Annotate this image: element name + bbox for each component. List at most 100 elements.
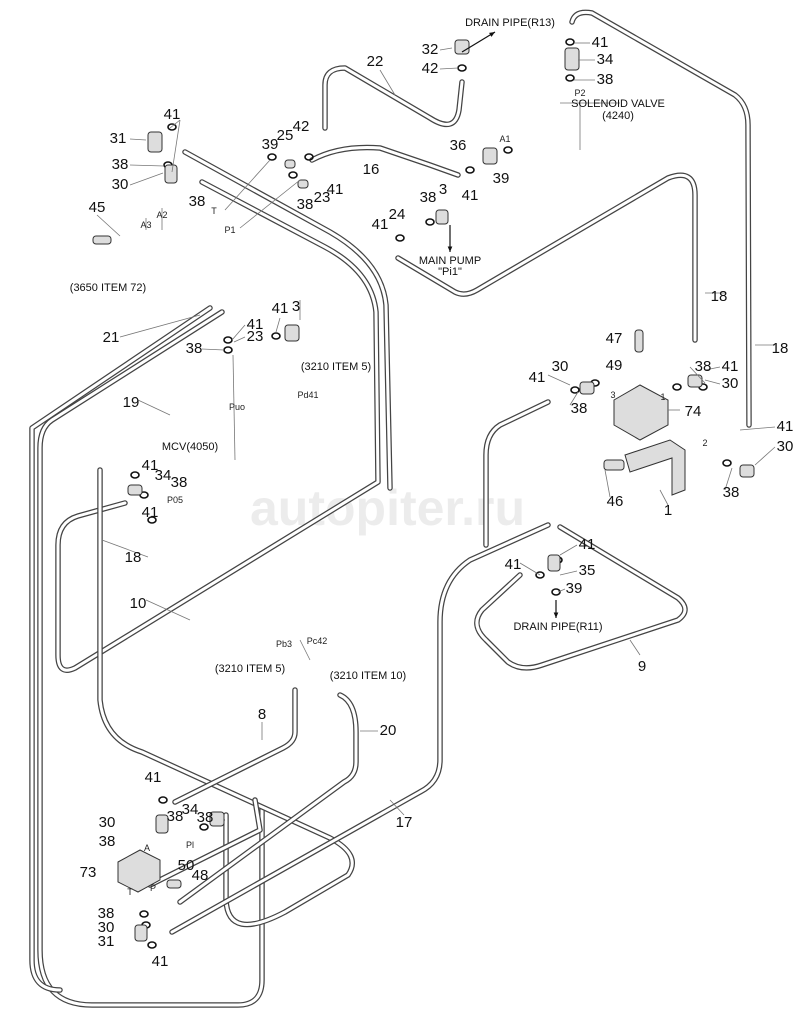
hose-upper-a-inner: [183, 150, 392, 490]
arrow-head-icon: [489, 32, 495, 37]
leader-line: [129, 164, 165, 167]
leader-line: [547, 374, 571, 386]
fitting: [603, 459, 625, 471]
callout-38: 38: [597, 71, 614, 88]
callout-47: 47: [606, 330, 623, 347]
callout-38: 38: [297, 196, 314, 213]
note-drain-pipe-r11: DRAIN PIPE(R11): [513, 621, 602, 633]
callout-3: 3: [439, 181, 447, 198]
callout-18: 18: [772, 340, 789, 357]
port-label-p1: P1: [224, 225, 235, 235]
leader-line: [659, 489, 669, 506]
fitting: [547, 554, 561, 572]
callout-34: 34: [182, 801, 199, 818]
o-ring: [722, 459, 732, 467]
fitting: [164, 164, 178, 184]
callout-25: 25: [277, 127, 294, 144]
o-ring: [139, 910, 149, 918]
callout-19: 19: [123, 394, 140, 411]
port-label-pb3: Pb3: [276, 639, 292, 649]
bracket-46: [624, 439, 686, 496]
callout-32: 32: [422, 41, 439, 58]
note-3210-item-10: (3210 ITEM 10): [330, 670, 406, 682]
o-ring: [551, 588, 561, 596]
leader-line: [129, 172, 164, 186]
hose-20-inner: [178, 693, 358, 904]
callout-41: 41: [529, 369, 546, 386]
callout-38: 38: [189, 193, 206, 210]
port-label-p2: P2: [574, 88, 585, 98]
callout-10: 10: [130, 595, 147, 612]
leader-line: [96, 214, 121, 237]
hose-8-inner: [173, 688, 297, 804]
o-ring: [503, 146, 513, 154]
callout-41: 41: [152, 953, 169, 970]
o-ring: [271, 332, 281, 340]
o-ring: [147, 941, 157, 949]
o-ring: [672, 383, 682, 391]
callout-38: 38: [197, 809, 214, 826]
callout-38: 38: [420, 189, 437, 206]
o-ring: [158, 796, 168, 804]
callout-30: 30: [99, 814, 116, 831]
leader-line: [119, 314, 201, 338]
callout-41: 41: [327, 181, 344, 198]
callout-30: 30: [722, 375, 739, 392]
callout-20: 20: [380, 722, 397, 739]
port-label-1: 1: [660, 392, 665, 402]
callout-3: 3: [292, 298, 300, 315]
note-main-pump: MAIN PUMP: [419, 255, 481, 267]
fitting: [579, 381, 595, 395]
valve-block-74: [613, 384, 669, 441]
callout-38: 38: [571, 400, 588, 417]
callout-38: 38: [99, 833, 116, 850]
callout-22: 22: [367, 53, 384, 70]
callout-9: 9: [638, 658, 646, 675]
callout-36: 36: [450, 137, 467, 154]
leader-line: [519, 562, 541, 576]
callout-23: 23: [247, 328, 264, 345]
o-ring: [395, 234, 405, 242]
callout-41: 41: [247, 316, 264, 333]
note-mcv: MCV(4050): [162, 441, 218, 453]
hose-16-inner: [310, 146, 460, 177]
leader-line: [231, 324, 246, 341]
hose-upper-a: [182, 149, 393, 491]
fitting: [92, 235, 112, 245]
note-3210-item-5-a: (3210 ITEM 5): [301, 361, 371, 373]
port-label-a: A: [144, 843, 150, 853]
callout-42: 42: [422, 60, 439, 77]
hose-22-inner: [323, 66, 464, 130]
callout-38: 38: [186, 340, 203, 357]
port-label-t: T: [127, 887, 133, 897]
callout-31: 31: [110, 130, 127, 147]
port-label-a3: A3: [140, 220, 151, 230]
callout-38: 38: [695, 358, 712, 375]
port-label-puo: Puo: [229, 402, 245, 412]
fitting: [134, 924, 148, 942]
fitting: [634, 329, 644, 353]
callout-74: 74: [685, 403, 702, 420]
port-label-pl: Pl: [186, 840, 194, 850]
callout-21: 21: [103, 329, 120, 346]
leader-line: [739, 426, 776, 431]
leader-line: [689, 366, 706, 384]
hose-21-inner: [30, 306, 212, 992]
callout-16: 16: [363, 161, 380, 178]
callout-38: 38: [112, 156, 129, 173]
o-ring: [565, 38, 575, 46]
hose-10: [55, 179, 381, 673]
o-ring: [147, 516, 157, 524]
leader-line: [232, 354, 236, 461]
leader-line: [724, 467, 733, 491]
hose-10-inner: [56, 180, 380, 672]
callout-39: 39: [566, 580, 583, 597]
o-ring: [465, 166, 475, 174]
callout-46: 46: [607, 493, 624, 510]
fitting: [564, 47, 580, 71]
o-ring: [130, 471, 140, 479]
fitting: [147, 131, 163, 153]
leader-line: [439, 47, 453, 51]
callout-30: 30: [552, 358, 569, 375]
